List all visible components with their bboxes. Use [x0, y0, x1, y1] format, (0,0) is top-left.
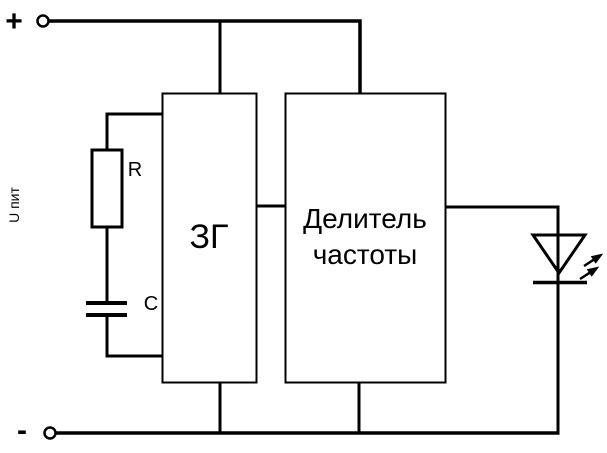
led-arrow-shaft [583, 257, 596, 268]
led-icon [530, 233, 604, 285]
oscillator-box [161, 92, 258, 384]
resistor-symbol [90, 148, 124, 229]
frequency-divider-label-line1: Делитель [303, 203, 427, 234]
positive-terminal-label: + [5, 5, 23, 38]
led-triangle [530, 233, 588, 276]
oscillator-label: ЗГ [190, 218, 229, 256]
positive-terminal-node [36, 14, 50, 28]
top-power-rail-wire [49, 19, 362, 94]
supply-voltage-label: U пит [6, 187, 22, 223]
negative-terminal-label: - [17, 414, 27, 447]
rc-top-wire [105, 112, 163, 150]
frequency-divider-box [284, 92, 447, 384]
capacitor-symbol [86, 301, 127, 317]
led-emission-arrow-2 [579, 266, 600, 281]
resistor-label: R [128, 159, 142, 181]
led-arrow-head [590, 253, 604, 264]
led-arrow-shaft [579, 270, 592, 281]
led-arrow-head [586, 266, 600, 277]
negative-terminal-node [43, 426, 57, 440]
led-emission-arrow-1 [583, 253, 604, 268]
divider-to-led-wire [446, 205, 560, 433]
frequency-divider-label-line2: частоты [313, 239, 418, 270]
rc-bottom-wire [105, 315, 163, 358]
capacitor-label: C [144, 293, 158, 315]
